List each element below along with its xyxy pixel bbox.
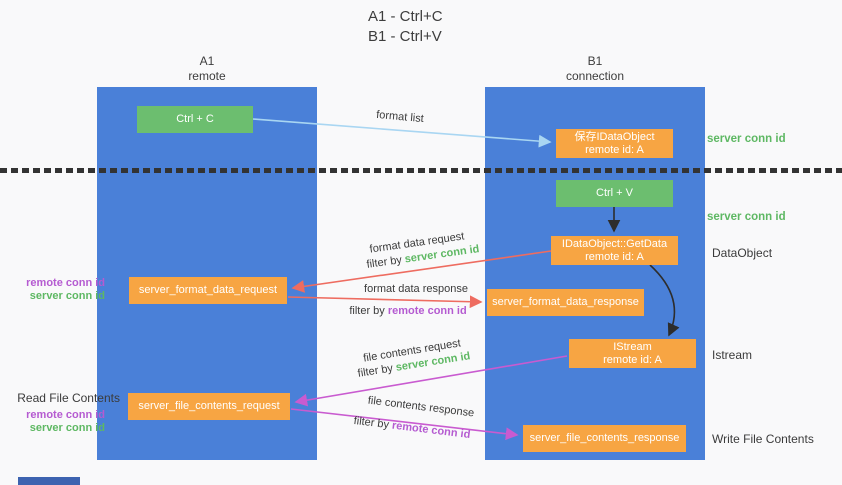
title-line-b1: B1 - Ctrl+V [368, 28, 442, 45]
node-server-format-data-response: server_format_data_response [487, 289, 644, 316]
node-server-file-contents-request: server_file_contents_request [128, 393, 290, 420]
filter-key-remote-1: remote conn id [387, 305, 467, 317]
node-ctrl-c-label: Ctrl + C [176, 113, 214, 125]
phase-separator-dotted-line [0, 168, 842, 173]
title-line-a1: A1 - Ctrl+C [368, 8, 443, 25]
node-istream-line2: remote id: A [603, 353, 662, 366]
label-write-file-contents: Write File Contents [712, 432, 814, 446]
node-istream: IStream remote id: A [569, 339, 696, 368]
label-remote-conn-id-1: remote conn id [26, 277, 105, 289]
node-idataobject-getdata: IDataObject::GetData remote id: A [551, 236, 678, 265]
node-server-file-contents-response: server_file_contents_response [523, 425, 686, 452]
label-dataobject: DataObject [712, 246, 773, 260]
arrow-label-format-data-response: format data response [364, 283, 468, 295]
node-ctrl-c: Ctrl + C [137, 106, 253, 133]
node-file-response-label: server_file_contents_response [529, 432, 680, 444]
arrow-label-format-list: format list [375, 108, 425, 126]
arrow-label-file-contents-response: file contents response [367, 394, 475, 420]
node-server-format-data-request: server_format_data_request [129, 277, 287, 304]
filter-by-prefix-1: filter by [365, 253, 406, 271]
node-format-request-label: server_format_data_request [138, 284, 278, 296]
node-ctrl-v: Ctrl + V [556, 180, 673, 207]
label-group-conn-ids-2: remote conn id server conn id [0, 409, 105, 435]
node-getdata-line2: remote id: A [585, 250, 644, 263]
filter-by-prefix-3: filter by [356, 361, 397, 380]
filter-by-prefix-2: filter by [349, 305, 388, 317]
label-server-conn-id-mid: server conn id [707, 211, 786, 223]
node-save-idataobject-line2: remote id: A [585, 143, 644, 156]
label-read-file-contents: Read File Contents [17, 391, 120, 405]
node-ctrl-v-label: Ctrl + V [596, 187, 633, 199]
column-a1-name: A1 [199, 54, 215, 68]
label-server-conn-id-left-1: server conn id [29, 290, 105, 302]
node-format-response-label: server_format_data_response [492, 296, 639, 308]
filter-by-prefix-4: filter by [353, 414, 393, 432]
label-group-conn-ids-1: remote conn id server conn id [0, 277, 105, 303]
column-b1-header: B1 connection [485, 54, 705, 84]
node-file-request-label: server_file_contents_request [138, 400, 280, 412]
column-a1-subtitle: remote [188, 69, 226, 83]
node-getdata-line1: IDataObject::GetData [561, 237, 668, 250]
label-remote-conn-id-2: remote conn id [26, 409, 105, 421]
node-istream-line1: IStream [613, 340, 652, 353]
column-a1-header: A1 remote [97, 54, 317, 84]
label-istream: Istream [712, 348, 753, 362]
node-save-idataobject: 保存IDataObject remote id: A [556, 129, 673, 158]
filter-key-remote-2: remote conn id [391, 419, 471, 442]
column-b1-name: B1 [587, 54, 603, 68]
arrow-label-filter-remote-1: filter by remote conn id [349, 305, 466, 317]
diagram-title: A1 - Ctrl+C B1 - Ctrl+V [368, 7, 443, 47]
node-save-idataobject-line1: 保存IDataObject [574, 130, 655, 143]
bottom-window-fragment [18, 477, 80, 485]
label-server-conn-id-left-2: server conn id [29, 422, 105, 434]
column-b1-subtitle: connection [565, 69, 625, 83]
arrow-label-filter-remote-2: filter by remote conn id [353, 415, 471, 441]
label-server-conn-id-top: server conn id [707, 133, 786, 145]
